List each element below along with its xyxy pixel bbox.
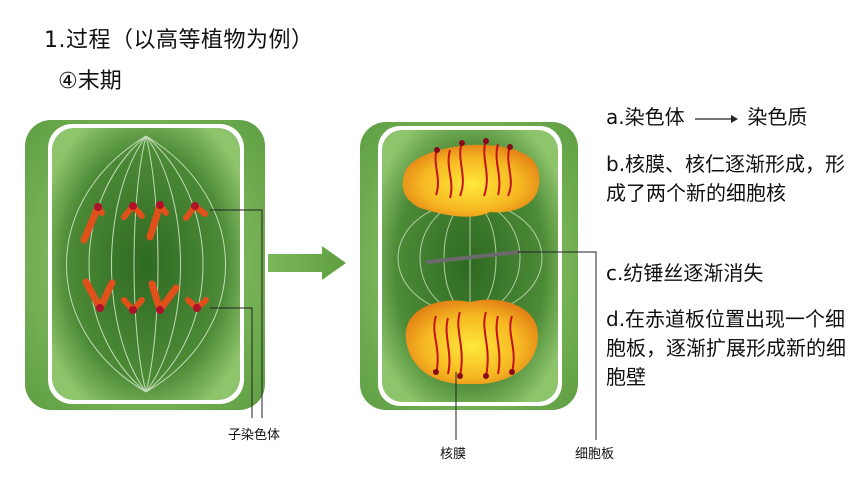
lower-daughter-nucleus bbox=[405, 299, 539, 385]
chromosome bbox=[82, 278, 116, 312]
right-arrow-icon bbox=[694, 114, 738, 123]
page-title: 1.过程（以高等植物为例） bbox=[44, 28, 314, 53]
leader-line bbox=[210, 307, 253, 418]
note-c: c.纺锤丝逐渐消失 bbox=[606, 261, 764, 285]
chromosome bbox=[185, 297, 209, 312]
chromosome bbox=[121, 297, 145, 314]
leader-line bbox=[518, 251, 597, 440]
chromosome bbox=[148, 280, 180, 314]
note-a: a.染色体 染色质 bbox=[606, 103, 851, 132]
left-upper-chromosomes bbox=[80, 201, 208, 244]
note-a-left: a.染色体 bbox=[606, 105, 685, 129]
process-arrow-icon bbox=[268, 246, 346, 280]
left-leader-lines bbox=[210, 209, 263, 418]
note-d: d.在赤道板位置出现一个细胞板，逐渐扩展形成新的细胞壁 bbox=[606, 307, 846, 389]
stage-subtitle: ④末期 bbox=[58, 69, 122, 94]
left-cytoplasm bbox=[52, 128, 240, 400]
leader-line bbox=[210, 209, 263, 418]
left-lower-chromosomes bbox=[82, 278, 209, 314]
chromosome bbox=[146, 201, 169, 241]
label-nuclear-membrane: 核膜 bbox=[440, 447, 467, 462]
note-b: b.核膜、核仁逐渐形成，形成了两个新的细胞核 bbox=[606, 152, 846, 205]
label-daughter-chromosome: 子染色体 bbox=[228, 428, 281, 443]
note-a-right: 染色质 bbox=[747, 105, 808, 129]
label-cell-plate: 细胞板 bbox=[575, 447, 615, 462]
left-cell bbox=[25, 120, 265, 418]
right-leader-lines bbox=[455, 251, 597, 440]
chromosome bbox=[121, 202, 145, 220]
cell-plate bbox=[426, 250, 520, 264]
upper-daughter-nucleus bbox=[402, 138, 540, 217]
chromosome bbox=[80, 203, 105, 244]
left-spindle-fibers bbox=[66, 135, 226, 393]
right-cell bbox=[360, 122, 597, 440]
chromosome bbox=[183, 202, 208, 221]
